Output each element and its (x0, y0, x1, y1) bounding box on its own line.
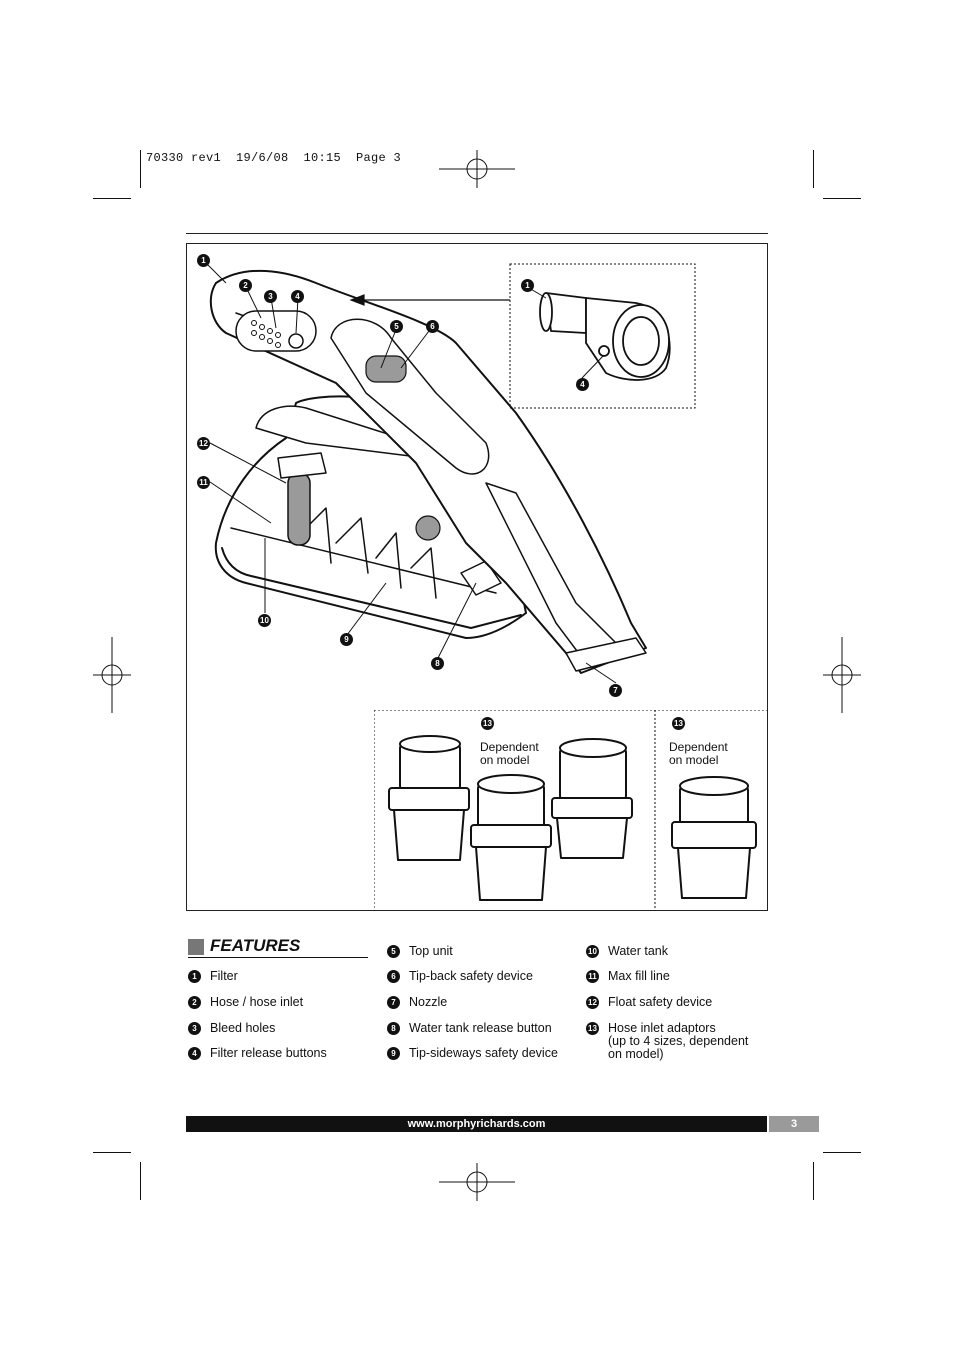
features-title: FEATURES (210, 936, 301, 955)
vacuum-illustration (203, 260, 696, 684)
adaptor-note-a: Dependent on model (480, 741, 539, 767)
adaptor-note-b-line1: Dependent (669, 740, 728, 754)
features-heading: FEATURES (188, 936, 368, 958)
figure-frame (186, 243, 768, 911)
adaptor-note-a-line1: Dependent (480, 740, 539, 754)
footer-url[interactable]: www.morphyrichards.com (407, 1118, 546, 1130)
page-number: 3 (769, 1116, 819, 1132)
callout-1: 1 (197, 254, 210, 267)
callout-9: 9 (340, 633, 353, 646)
adaptor-illustration (374, 710, 768, 911)
adaptor-note-b-line2: on model (669, 753, 719, 767)
callout-inset-1: 1 (521, 279, 534, 292)
top-rule (186, 233, 768, 234)
callout-12: 12 (197, 437, 210, 450)
callout-13-a: 13 (481, 717, 494, 730)
print-slug: 70330 rev1 19/6/08 10:15 Page 3 (146, 151, 402, 165)
adaptor-note-a-line2: on model (480, 753, 530, 767)
callout-inset-4: 4 (576, 378, 589, 391)
heading-square-icon (188, 939, 204, 955)
callout-13-b: 13 (672, 717, 685, 730)
callout-7: 7 (609, 684, 622, 697)
callout-8: 8 (431, 657, 444, 670)
callout-11: 11 (197, 476, 210, 489)
callout-5: 5 (390, 320, 403, 333)
footer-bar (186, 1116, 767, 1132)
adaptor-note-b: Dependent on model (669, 741, 728, 767)
callout-3: 3 (264, 290, 277, 303)
callout-4: 4 (291, 290, 304, 303)
callout-10: 10 (258, 614, 271, 627)
callout-2: 2 (239, 279, 252, 292)
callout-6: 6 (426, 320, 439, 333)
